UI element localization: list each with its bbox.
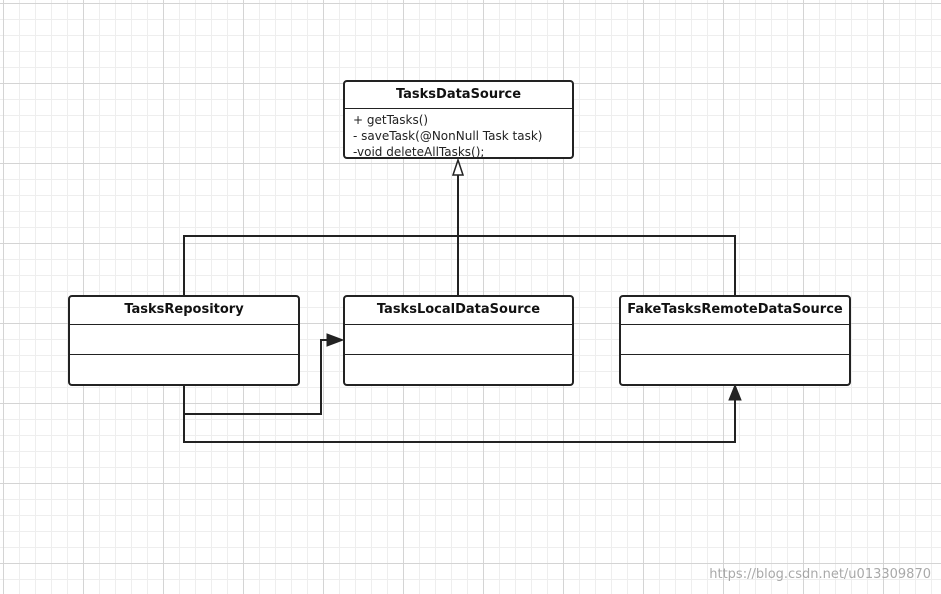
association-arrowhead-remote bbox=[728, 383, 742, 401]
class-name: TasksRepository bbox=[70, 297, 298, 325]
association-edge-remote bbox=[183, 398, 736, 443]
class-name: TasksDataSource bbox=[345, 82, 572, 109]
operation-get-tasks: + getTasks() bbox=[353, 113, 429, 127]
operations-section bbox=[345, 355, 572, 384]
class-tasks-data-source[interactable]: TasksDataSource + getTasks() - saveTask(… bbox=[343, 80, 574, 159]
operations-section bbox=[70, 355, 298, 384]
operations-list: + getTasks() - saveTask(@NonNull Task ta… bbox=[345, 109, 572, 159]
association-arrowhead-local bbox=[326, 333, 345, 347]
operation-save-task: - saveTask(@NonNull Task task) bbox=[353, 129, 543, 143]
class-name: FakeTasksRemoteDataSource bbox=[621, 297, 849, 325]
class-name: TasksLocalDataSource bbox=[345, 297, 572, 325]
class-tasks-repository[interactable]: TasksRepository bbox=[68, 295, 300, 386]
operation-delete-all-tasks: -void deleteAllTasks(); bbox=[353, 145, 485, 159]
class-tasks-local-data-source[interactable]: TasksLocalDataSource bbox=[343, 295, 574, 386]
class-fake-tasks-remote-data-source[interactable]: FakeTasksRemoteDataSource bbox=[619, 295, 851, 386]
watermark-text: https://blog.csdn.net/u013309870 bbox=[709, 567, 931, 582]
realization-arrowhead bbox=[451, 157, 465, 176]
attributes-section bbox=[345, 325, 572, 355]
attributes-section bbox=[70, 325, 298, 355]
association-edge-local bbox=[183, 339, 330, 415]
realization-edge-repository-remote bbox=[183, 235, 736, 296]
attributes-section bbox=[621, 325, 849, 355]
operations-section bbox=[621, 355, 849, 384]
